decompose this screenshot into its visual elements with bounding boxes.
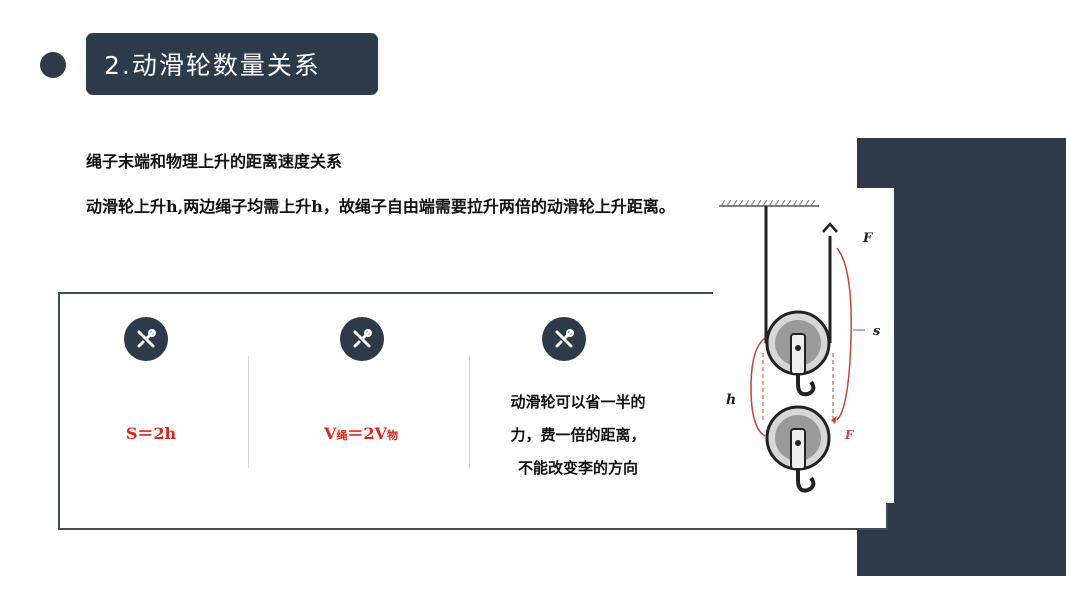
column-divider [469,356,470,468]
formula-velocity: V绳＝2V物 [324,424,398,443]
bullet-dot [40,52,66,78]
pulley-note: 动滑轮可以省一半的 力，费一倍的距离， 不能改变李的方向 [510,393,646,477]
label-force-bottom: F [844,428,855,442]
intro-subtitle: 绳子末端和物理上升的距离速度关系 [86,152,343,171]
column-divider [248,356,249,468]
pulley-diagram: F s h F [719,199,881,493]
tools-icon [124,317,168,361]
label-distance: s [873,324,881,339]
intro-description: 动滑轮上升h,两边绳子均需上升h，故绳子自由端需要拉升两倍的动滑轮上升距离。 [86,197,675,216]
section-title-box: 2.动滑轮数量关系 [86,33,378,95]
label-height: h [726,392,736,408]
tools-icon [542,317,586,361]
formula-distance: S＝2h [125,424,177,443]
section-title: 2.动滑轮数量关系 [104,51,321,80]
tools-icon [340,317,384,361]
label-force-top: F [862,231,873,246]
